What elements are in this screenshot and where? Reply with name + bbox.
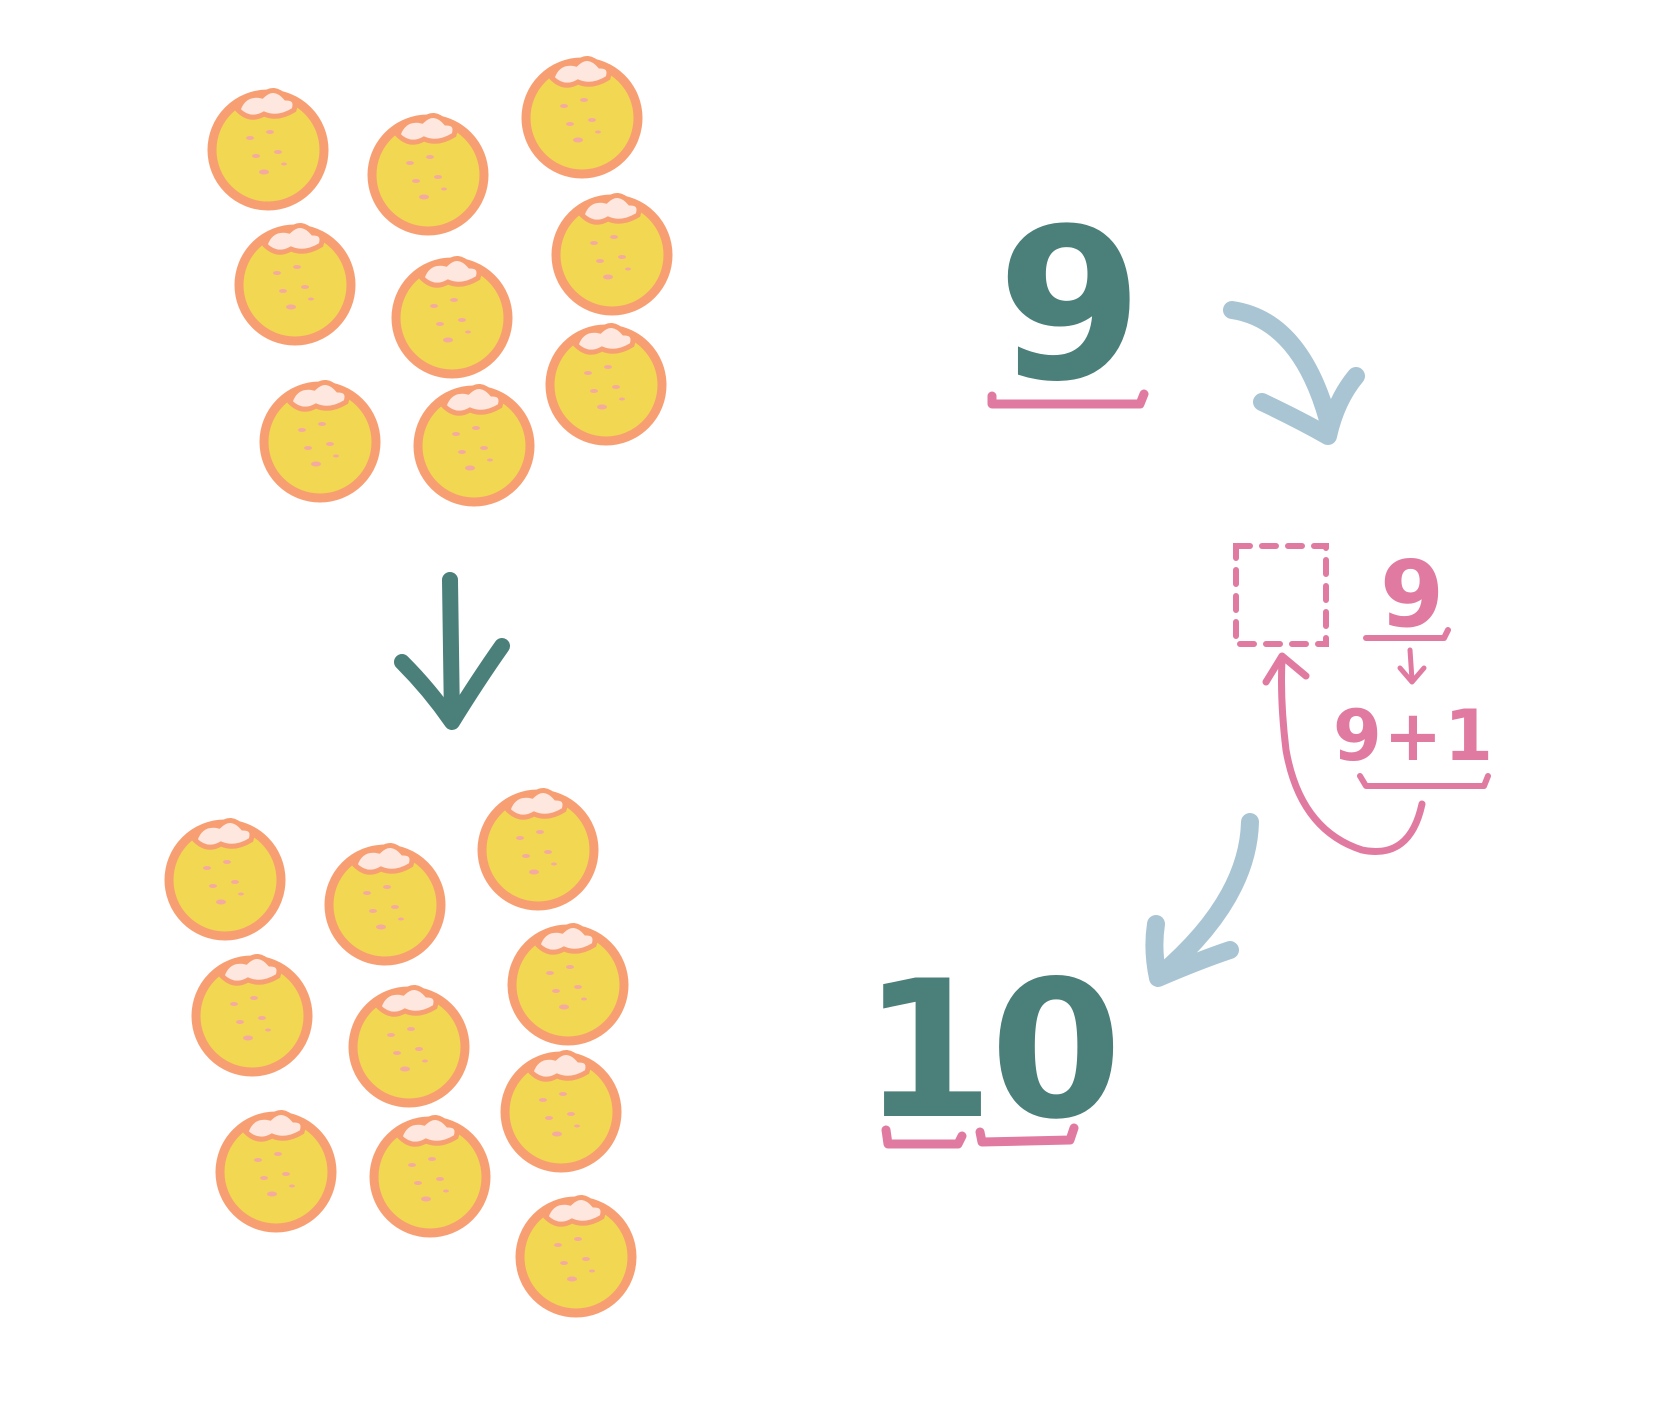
orange-icon [264, 382, 376, 498]
step-expression-underline [1357, 773, 1491, 789]
arrow-down-icon [394, 572, 510, 730]
orange-icon [482, 790, 594, 906]
orange-group-before [212, 58, 668, 502]
orange-icon [353, 987, 465, 1103]
curved-arrow-up-icon [1262, 652, 1426, 855]
orange-icon [396, 258, 508, 374]
orange-icon [550, 325, 662, 441]
orange-icon [329, 845, 441, 961]
orange-icon [169, 820, 281, 936]
orange-icon [556, 195, 668, 311]
orange-icon [212, 90, 324, 206]
orange-icon [526, 58, 638, 174]
orange-icon [374, 1117, 486, 1233]
result-number: 10 [862, 940, 1118, 1161]
curved-arrow-icon [1145, 813, 1259, 987]
orange-icon [505, 1052, 617, 1168]
dashed-box-icon [1233, 543, 1329, 647]
curved-arrow-icon [1223, 301, 1365, 445]
start-number-underline [987, 389, 1149, 409]
small-arrow-down-icon [1397, 647, 1427, 685]
orange-icon [239, 225, 351, 341]
orange-icon [520, 1197, 632, 1313]
orange-icon [196, 956, 308, 1072]
result-number-underlines [881, 1123, 1079, 1149]
start-number: 9 [997, 183, 1143, 428]
orange-group-after [169, 790, 632, 1313]
step-number-underline [1363, 627, 1451, 641]
step-number: 9 [1380, 541, 1444, 648]
orange-icon [418, 386, 530, 502]
orange-icon [372, 115, 484, 231]
step-expression: 9+1 [1333, 695, 1495, 777]
orange-icon [220, 1112, 332, 1228]
orange-icon [512, 925, 624, 1041]
